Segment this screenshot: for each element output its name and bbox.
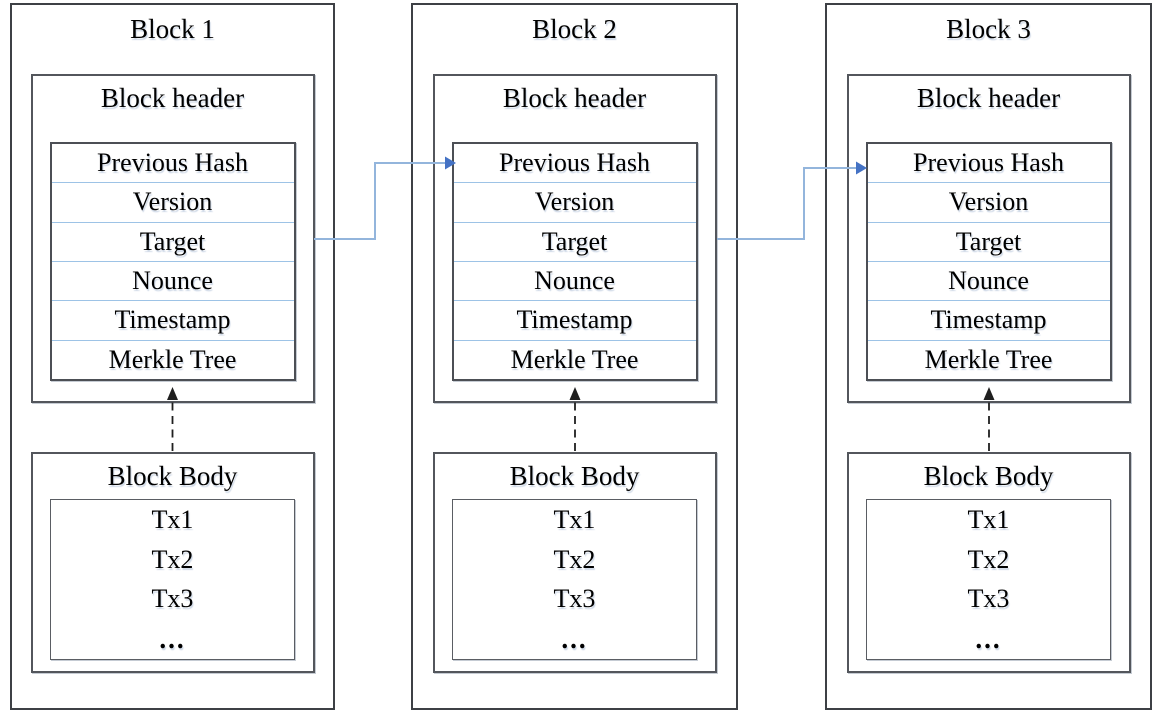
transaction-tx2: Tx2 [151,544,194,574]
transaction-tx3: Tx3 [151,584,194,614]
transaction-tx1: Tx1 [553,504,596,534]
field-target: Target [453,221,696,261]
field-version: Version [51,182,294,221]
block-2-body-title: Block Body [509,461,640,491]
transaction-tx2: Tx2 [553,544,596,574]
block-1: Block 1 Block header Previous Hash Versi… [10,3,335,710]
transaction-tx3: Tx3 [553,584,596,614]
field-version: Version [867,182,1110,221]
block-1-header-box: Block header Previous Hash Version Targe… [30,74,315,403]
field-timestamp: Timestamp [453,300,696,339]
block-3-body-title: Block Body [923,461,1054,491]
block-1-body-box: Block Body Tx1 Tx2 Tx3 ... [30,452,315,673]
block-2-header-fields-table: Previous Hash Version Target Nounce Time… [451,142,698,381]
block-3-header-title: Block header [916,83,1061,113]
block-3-header-box: Block header Previous Hash Version Targe… [846,74,1131,403]
block-3: Block 3 Block header Previous Hash Versi… [825,3,1152,710]
field-previous-hash: Previous Hash [499,148,650,178]
transaction-tx2: Tx2 [967,544,1010,574]
block-2-header-title: Block header [502,83,647,113]
field-merkle-tree: Merkle Tree [867,339,1110,379]
field-timestamp: Timestamp [867,300,1110,339]
field-version: Version [453,182,696,221]
field-merkle-tree: Merkle Tree [453,339,696,379]
block-2: Block 2 Block header Previous Hash Versi… [411,3,738,710]
block-1-title: Block 1 [130,14,215,44]
field-target: Target [867,221,1110,261]
field-previous-hash: Previous Hash [97,148,248,178]
transaction-tx1: Tx1 [151,504,194,534]
field-nounce: Nounce [867,260,1110,300]
block-3-header-fields-table: Previous Hash Version Target Nounce Time… [865,142,1112,381]
block-1-header-title: Block header [100,83,245,113]
field-previous-hash: Previous Hash [913,148,1064,178]
field-timestamp: Timestamp [51,300,294,339]
field-target: Target [51,221,294,261]
block-2-body-box: Block Body Tx1 Tx2 Tx3 ... [432,452,717,673]
block-1-transactions-table: Tx1 Tx2 Tx3 ... [50,499,295,660]
block-2-transactions-table: Tx1 Tx2 Tx3 ... [452,499,697,660]
block-1-body-title: Block Body [107,461,238,491]
transaction-ellipsis: ... [159,623,186,654]
transaction-tx3: Tx3 [967,584,1010,614]
field-merkle-tree: Merkle Tree [51,339,294,379]
block-3-body-box: Block Body Tx1 Tx2 Tx3 ... [846,452,1131,673]
block-3-title: Block 3 [946,14,1031,44]
block-3-transactions-table: Tx1 Tx2 Tx3 ... [866,499,1111,660]
transaction-ellipsis: ... [975,623,1002,654]
block-2-title: Block 2 [532,14,617,44]
block-2-header-box: Block header Previous Hash Version Targe… [432,74,717,403]
transaction-ellipsis: ... [561,623,588,654]
field-nounce: Nounce [453,260,696,300]
block-1-header-fields-table: Previous Hash Version Target Nounce Time… [49,142,296,381]
field-nounce: Nounce [51,260,294,300]
transaction-tx1: Tx1 [967,504,1010,534]
